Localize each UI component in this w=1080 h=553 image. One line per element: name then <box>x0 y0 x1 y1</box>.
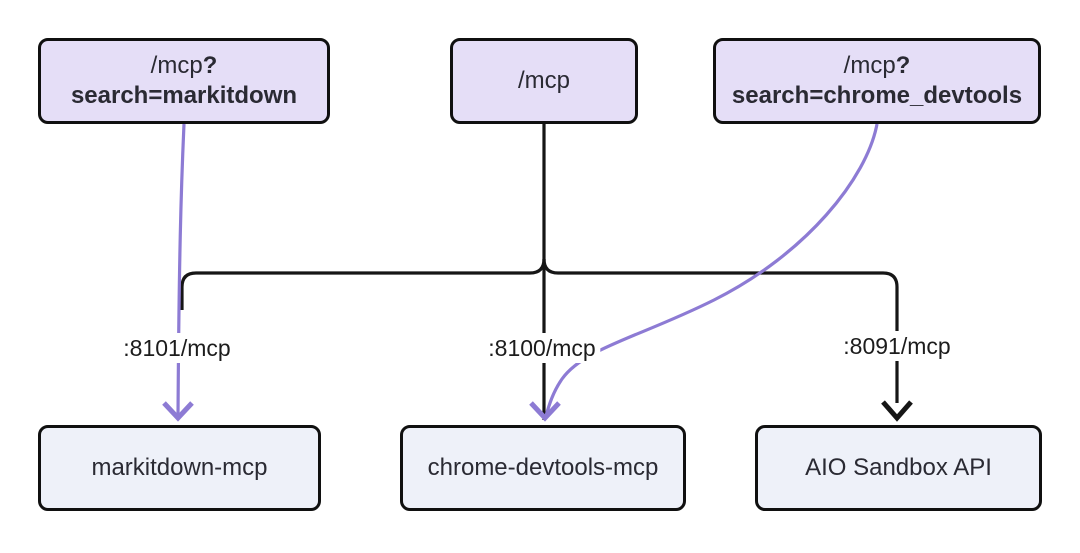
edge-label-port-8091: :8091/mcp <box>838 331 956 361</box>
node-route-text: /mcp? <box>843 52 911 79</box>
edge-label-port-8101: :8101/mcp <box>118 333 236 363</box>
edge-mcp-branch-left <box>180 258 546 310</box>
node-query-text: search=chrome_devtools <box>731 82 1023 109</box>
node-chrome-devtools-mcp: chrome-devtools-mcp <box>400 425 686 511</box>
edge-markitdown-query <box>176 123 186 418</box>
node-mcp-search-markitdown: /mcp? search=markitdown <box>38 38 330 124</box>
edge-label-port-8100: :8100/mcp <box>483 333 601 363</box>
node-markitdown-mcp: markitdown-mcp <box>38 425 321 511</box>
node-route-text: /mcp? <box>150 52 218 79</box>
node-aio-sandbox-api: AIO Sandbox API <box>755 425 1042 511</box>
edge-mcp-branch-right <box>542 258 899 403</box>
node-query-text: search=markitdown <box>70 82 298 109</box>
edge-chrome-devtools-query <box>544 123 879 417</box>
arrowhead-chrome-devtools-icon <box>529 401 561 422</box>
node-route-text: /mcp <box>517 67 570 94</box>
node-label: AIO Sandbox API <box>805 454 992 481</box>
node-mcp-search-chrome-devtools: /mcp? search=chrome_devtools <box>713 38 1041 124</box>
node-label: chrome-devtools-mcp <box>427 454 659 481</box>
arrowhead-markitdown-icon <box>162 401 194 422</box>
arrowhead-aio-sandbox-icon <box>881 400 913 422</box>
node-label: markitdown-mcp <box>91 454 268 481</box>
node-mcp: /mcp <box>450 38 638 124</box>
